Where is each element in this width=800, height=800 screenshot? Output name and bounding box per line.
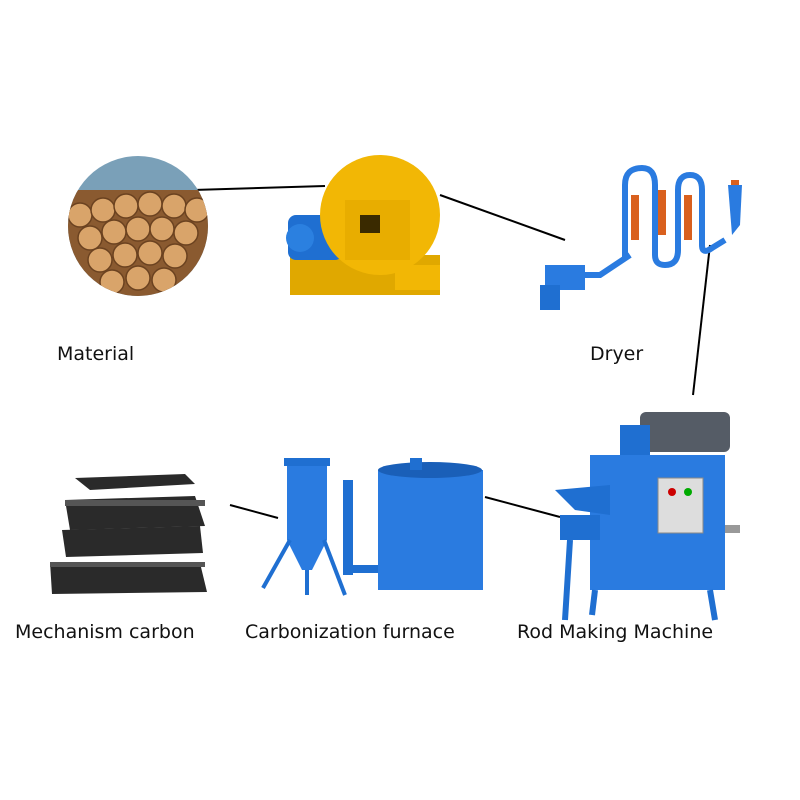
connector-material-crusher: [192, 185, 326, 191]
connector-furnace-carbon: [229, 504, 279, 519]
label-material: Material: [57, 343, 135, 365]
material-logs-image: [68, 156, 208, 296]
mechanism-carbon-image: [50, 474, 207, 594]
label-mechanism-carbon: Mechanism carbon: [15, 621, 195, 643]
connector-rod-machine-furnace: [484, 496, 561, 518]
rod-making-machine-image: [555, 412, 740, 621]
dryer-image: [540, 164, 742, 310]
label-carbonization-furnace: Carbonization furnace: [245, 621, 455, 643]
label-dryer: Dryer: [590, 343, 644, 365]
connector-dryer-rod-machine: [692, 244, 711, 396]
carbonization-furnace-image: [261, 458, 483, 596]
connector-crusher-dryer: [439, 194, 566, 241]
connectors: [192, 185, 711, 519]
label-rod-making-machine: Rod Making Machine: [517, 621, 714, 643]
wood-crusher-image: [286, 155, 440, 295]
